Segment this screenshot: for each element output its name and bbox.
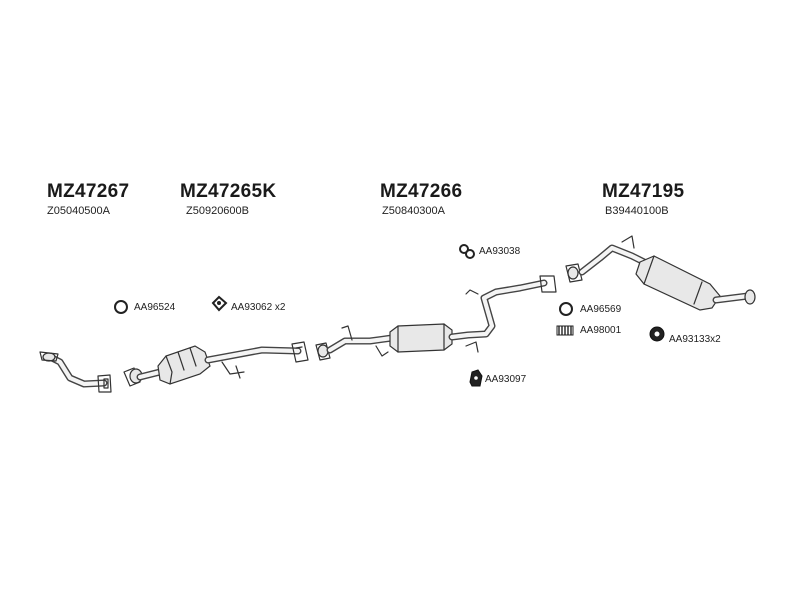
oem-number-center-muffler: Z50840300A [382, 205, 445, 217]
gasket-ring-icon [114, 300, 128, 314]
part-label-aa96569: AA96569 [580, 304, 622, 315]
oem-number-rear-muffler: B39440100B [605, 205, 669, 217]
catalytic-converter [123, 341, 309, 387]
part-label-aa93038: AA93038 [479, 246, 521, 257]
rubber-hanger-icon [469, 369, 483, 387]
rubber-mount-icon [649, 326, 665, 342]
assembly-code-front-pipe: MZ47267 [47, 181, 130, 202]
assembly-code-catalytic-converter: MZ47265K [180, 181, 277, 202]
assembly-code-rear-muffler: MZ47195 [602, 181, 685, 202]
oem-number-front-pipe: Z05040500A [47, 205, 110, 217]
part-label-aa93097: AA93097 [485, 374, 527, 385]
rear-muffler [565, 235, 756, 311]
part-label-aa93062: AA93062 x2 [231, 302, 286, 313]
assembly-code-center-muffler: MZ47266 [380, 181, 463, 202]
part-label-aa98001: AA98001 [580, 325, 622, 336]
gasket-ring-icon [559, 302, 573, 316]
rubber-hanger-icon [459, 244, 475, 259]
center-muffler [315, 275, 557, 361]
flange-gasket-icon [211, 295, 228, 312]
part-label-aa93133: AA93133x2 [669, 334, 721, 345]
part-label-aa96524: AA96524 [134, 302, 176, 313]
oem-number-catalytic-converter: Z50920600B [186, 205, 249, 217]
front-pipe [39, 351, 112, 393]
spring-bolt-icon [556, 325, 574, 336]
